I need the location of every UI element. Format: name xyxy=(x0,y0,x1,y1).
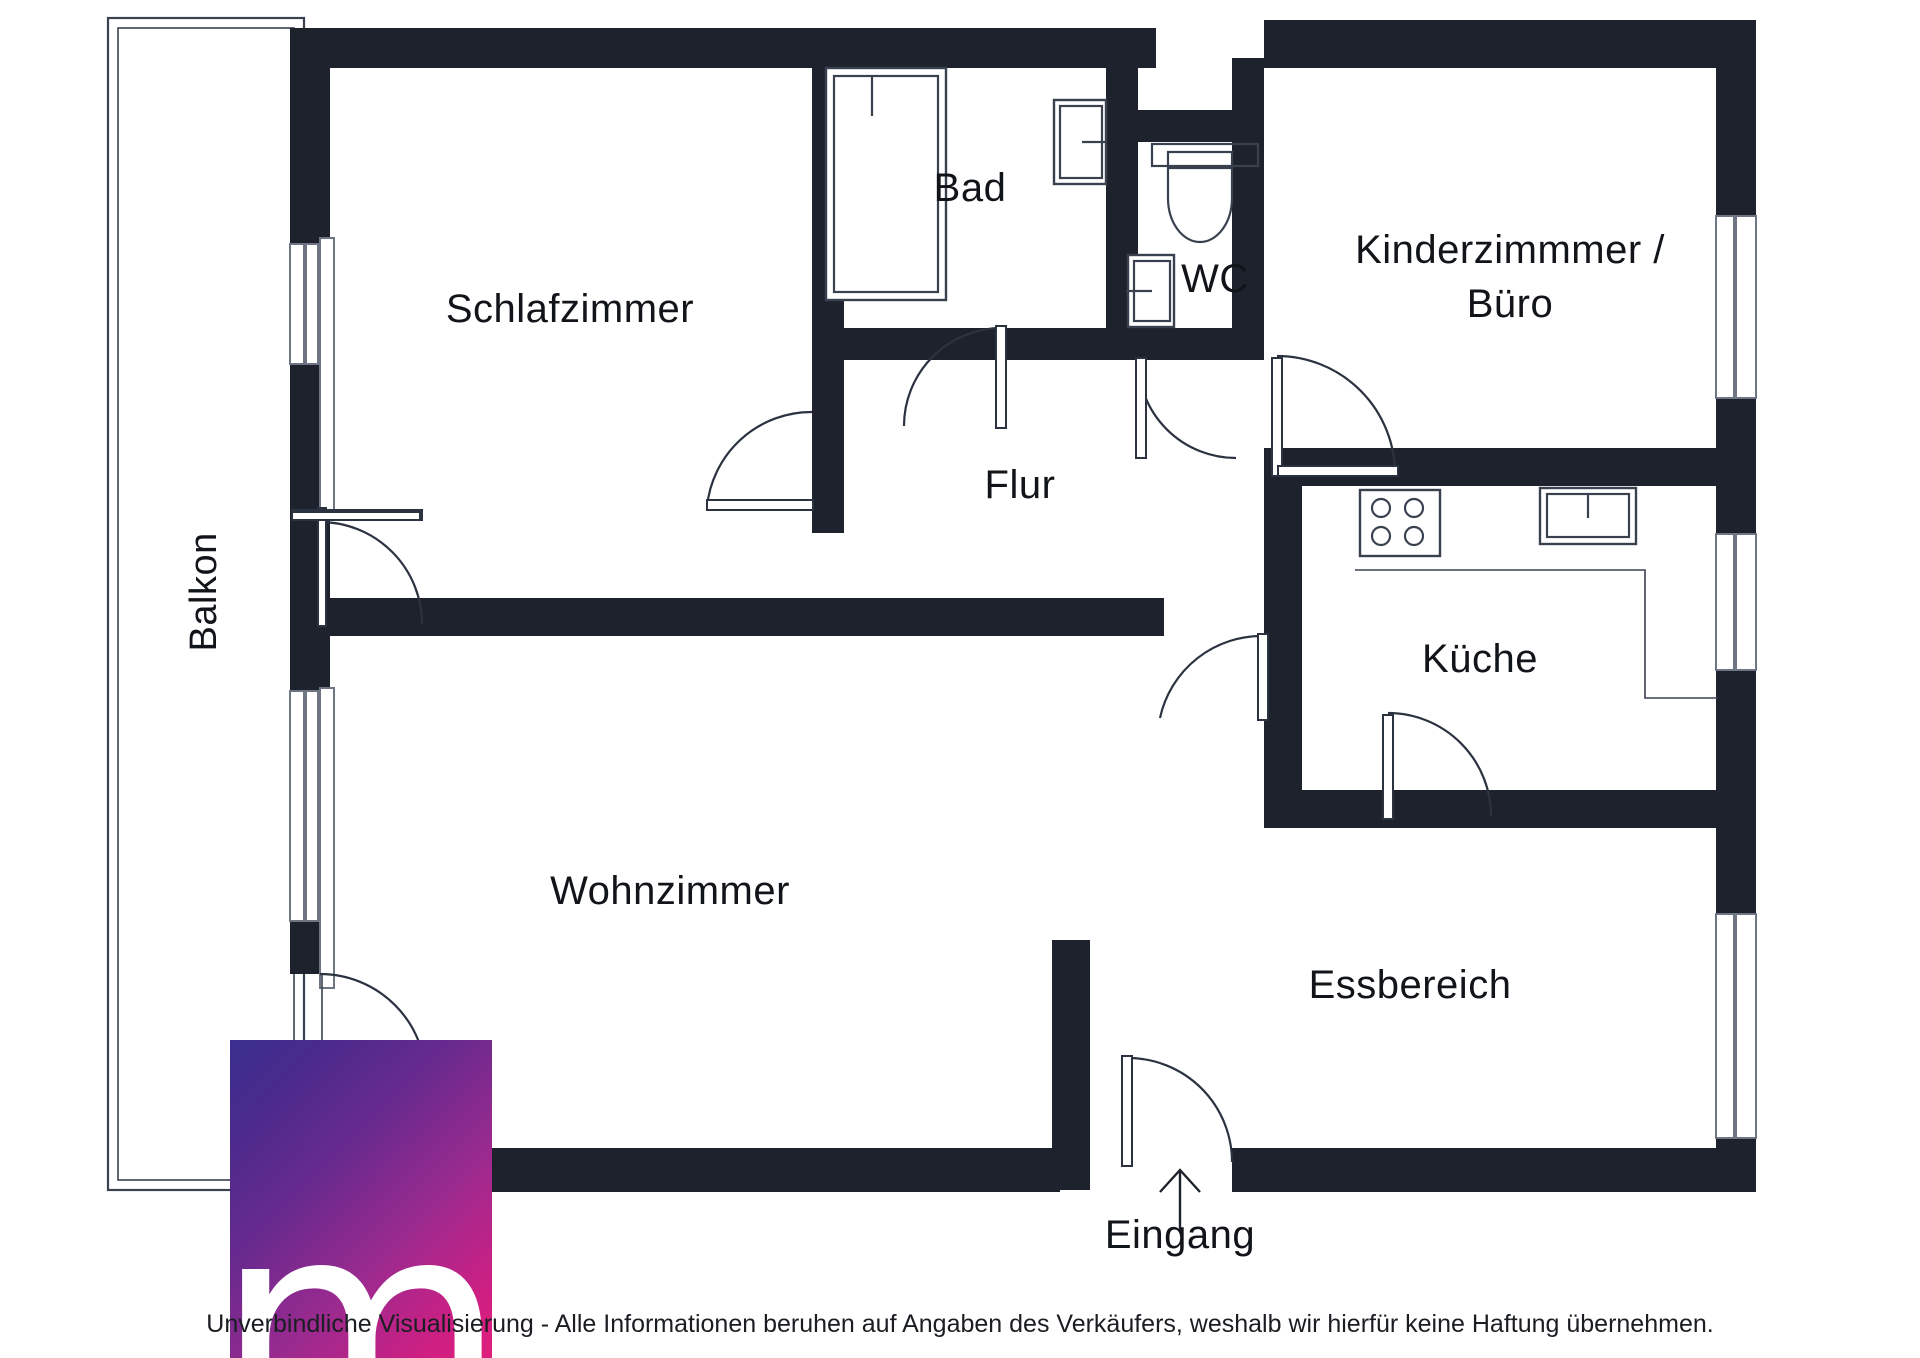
room-label-wc: WC xyxy=(1181,257,1249,301)
window-right-3 xyxy=(1715,913,1757,1139)
kueche-door xyxy=(1382,711,1493,820)
wc-door-flur xyxy=(1135,357,1237,460)
kinderzimmer-door-flur xyxy=(1271,354,1399,477)
toilet-fixture xyxy=(1150,142,1260,244)
bad-washbasin-fixture xyxy=(1052,98,1108,186)
room-label-wohnzimmer: Wohnzimmer xyxy=(550,869,790,913)
entrance-arrow-icon xyxy=(1159,1168,1201,1232)
schlafzimmer-door-flur xyxy=(705,410,814,511)
room-label-kinderzimmer-line1: Kinderzimmmer / xyxy=(1355,228,1665,272)
entrance-door xyxy=(1121,1055,1234,1167)
wc-washbasin-fixture xyxy=(1126,253,1176,329)
window-right-2 xyxy=(1715,533,1757,671)
bathtub-fixture xyxy=(824,66,948,302)
room-label-schlafzimmer: Schlafzimmer xyxy=(445,287,695,331)
sink-fixture xyxy=(1538,486,1638,546)
window-schlafzimmer-balkon xyxy=(289,237,335,511)
room-label-essbereich: Essbereich xyxy=(1308,963,1512,1007)
window-wohnzimmer-balkon xyxy=(289,687,335,989)
room-label-balkon: Balkon xyxy=(183,532,226,652)
flur-door-wohnzimmer xyxy=(1158,633,1269,721)
room-label-flur: Flur xyxy=(984,463,1056,507)
room-label-kinderzimmer-line2: Büro xyxy=(1466,282,1554,326)
company-logo: m xyxy=(230,1040,492,1358)
stove-fixture xyxy=(1358,488,1442,558)
room-label-kueche: Küche xyxy=(1422,637,1538,681)
disclaimer-text: Unverbindliche Visualisierung - Alle Inf… xyxy=(206,1310,1714,1338)
logo-letter-m: m xyxy=(230,1155,492,1358)
bad-door-flur xyxy=(902,325,1007,429)
room-label-bad: Bad xyxy=(933,166,1007,210)
balkon-door-schlafzimmer xyxy=(291,507,424,627)
window-right-1 xyxy=(1715,215,1757,399)
kitchen-counter-fixture xyxy=(1355,569,1718,699)
room-label-eingang: Eingang xyxy=(1104,1213,1256,1257)
